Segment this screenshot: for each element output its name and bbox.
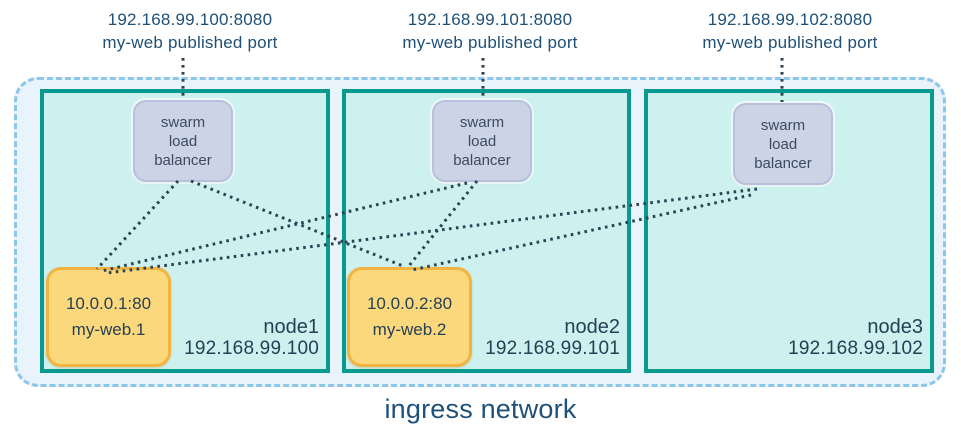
- lb-line: swarm: [760, 116, 806, 134]
- published-port-label-node2: 192.168.99.101:8080 my-web published por…: [370, 8, 610, 54]
- lb-line: balancer: [154, 151, 212, 169]
- published-port-caption: my-web published port: [102, 33, 278, 52]
- node2-label: node2 192.168.99.101: [485, 316, 620, 359]
- node2-load-balancer: swarm load balancer: [432, 100, 532, 182]
- node-name: node1: [263, 316, 319, 338]
- task-name: my-web.2: [372, 320, 447, 339]
- published-port-address: 192.168.99.102:8080: [707, 10, 873, 29]
- task-address: 10.0.0.1:80: [65, 294, 152, 313]
- node-ip: 192.168.99.100: [184, 338, 319, 359]
- node3-label: node3 192.168.99.102: [788, 316, 923, 359]
- published-port-caption: my-web published port: [702, 33, 878, 52]
- lb-line: load: [168, 132, 198, 150]
- node3-load-balancer: swarm load balancer: [733, 103, 833, 185]
- lb-line: balancer: [754, 154, 812, 172]
- lb-line: swarm: [459, 113, 505, 131]
- task-address: 10.0.0.2:80: [366, 294, 453, 313]
- published-port-label-node3: 192.168.99.102:8080 my-web published por…: [670, 8, 910, 54]
- lb-line: load: [467, 132, 497, 150]
- lb-line: load: [768, 135, 798, 153]
- node1-load-balancer: swarm load balancer: [133, 100, 233, 182]
- node-name: node3: [867, 316, 923, 338]
- node1-label: node1 192.168.99.100: [184, 316, 319, 359]
- task-my-web-1: 10.0.0.1:80 my-web.1: [46, 267, 171, 367]
- node-ip: 192.168.99.101: [485, 338, 620, 359]
- published-port-address: 192.168.99.101:8080: [407, 10, 573, 29]
- node-name: node2: [564, 316, 620, 338]
- lb-line: balancer: [453, 151, 511, 169]
- node-ip: 192.168.99.102: [788, 338, 923, 359]
- ingress-network-title: ingress network: [384, 394, 577, 424]
- published-port-caption: my-web published port: [402, 33, 578, 52]
- published-port-address: 192.168.99.100:8080: [107, 10, 273, 29]
- lb-line: swarm: [160, 113, 206, 131]
- task-name: my-web.1: [71, 320, 146, 339]
- published-port-label-node1: 192.168.99.100:8080 my-web published por…: [70, 8, 310, 54]
- task-my-web-2: 10.0.0.2:80 my-web.2: [347, 267, 472, 367]
